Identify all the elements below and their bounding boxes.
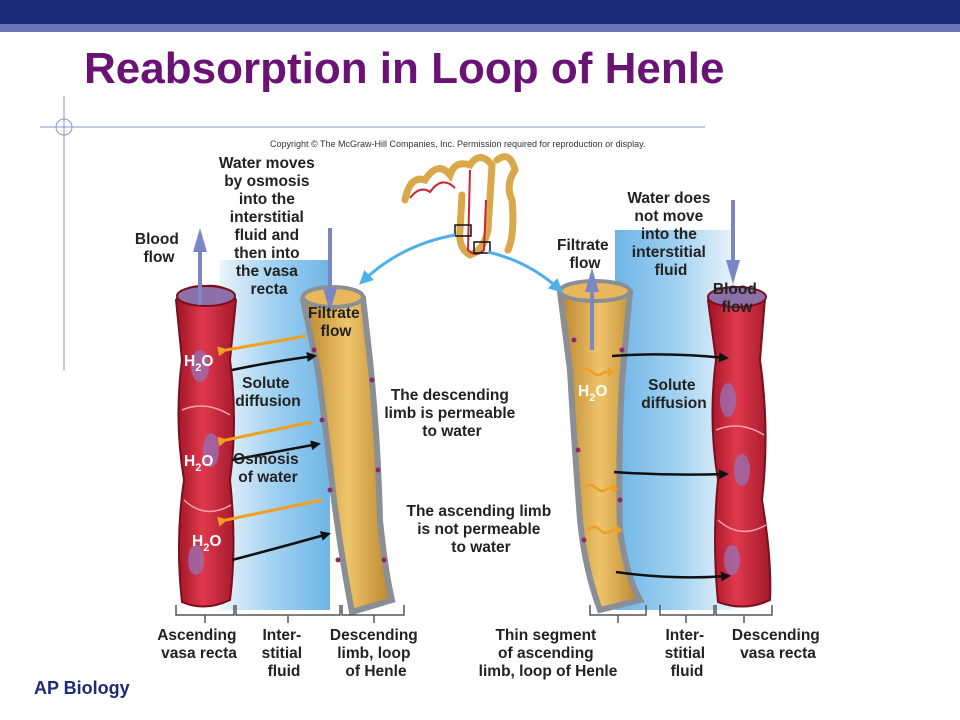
label-filtrate-flow-left: Filtrate flow xyxy=(308,305,364,340)
descending-limb-tubule xyxy=(299,285,396,616)
label-solute-diffusion-right: Solute diffusion xyxy=(641,377,706,412)
solute-arrow-right-1 xyxy=(611,352,729,363)
label-h2o-left-3: H2O xyxy=(192,533,221,554)
label-descending-permeable: The descending limb is permeable to wate… xyxy=(384,387,519,440)
blood-flow-arrow-right xyxy=(726,200,740,284)
top-bar xyxy=(0,0,960,24)
solute-arrow-left-3 xyxy=(231,531,331,562)
label-h2o-right: H2O xyxy=(578,383,607,404)
label-water-does-not-move: Water does not move into the interstitia… xyxy=(627,190,714,279)
filtrate-flow-arrow-right xyxy=(585,268,599,350)
guide-crosshair xyxy=(55,118,73,136)
solute-arrow-left-2 xyxy=(231,440,321,462)
water-arrow-3 xyxy=(217,498,323,527)
solute-arrow-left-1 xyxy=(231,351,317,372)
nephron-inset-icon xyxy=(401,153,519,259)
water-arrow-1 xyxy=(217,334,307,357)
water-squiggle-2 xyxy=(583,483,609,493)
blood-flow-arrow-left xyxy=(193,228,207,305)
water-squiggle-1 xyxy=(579,367,605,377)
top-bar-accent xyxy=(0,24,960,32)
label-interstitial-fluid-left: Inter- stitial fluid xyxy=(262,627,307,680)
descending-vasa-recta xyxy=(706,286,772,608)
label-h2o-left-2: H2O xyxy=(184,453,213,474)
bottom-brackets xyxy=(175,605,773,623)
label-interstitial-fluid-right: Inter- stitial fluid xyxy=(665,627,710,680)
ascending-limb-tubule xyxy=(556,279,645,614)
label-ascending-vasa-recta: Ascending vasa recta xyxy=(157,627,241,662)
solute-arrow-right-2 xyxy=(613,469,729,480)
pointer-arrow-right xyxy=(487,250,563,293)
ascending-vasa-recta xyxy=(174,284,238,608)
water-squiggle-3 xyxy=(587,525,613,535)
label-osmosis-of-water: Osmosis of water xyxy=(233,451,303,486)
water-arrow-2 xyxy=(217,420,313,447)
slide-title: Reabsorption in Loop of Henle xyxy=(84,44,725,93)
label-descending-limb: Descending limb, loop of Henle xyxy=(330,627,422,680)
label-descending-vasa-recta: Descending vasa recta xyxy=(732,627,824,662)
label-water-moves: Water moves by osmosis into the intersti… xyxy=(219,155,319,298)
copyright-notice: Copyright © The McGraw-Hill Companies, I… xyxy=(270,139,646,149)
solute-arrow-right-3 xyxy=(615,570,731,582)
slide-footer: AP Biology xyxy=(34,678,130,698)
label-solute-diffusion-left: Solute diffusion xyxy=(235,375,300,410)
label-blood-flow-left: Blood flow xyxy=(135,231,183,266)
label-ascending-not-permeable: The ascending limb is not permeable to w… xyxy=(406,503,555,556)
label-blood-flow-right: Blood flow xyxy=(713,281,761,316)
label-h2o-left-1: H2O xyxy=(184,353,213,374)
label-filtrate-flow-right: Filtrate flow xyxy=(557,237,613,272)
label-thin-segment: Thin segment of ascending limb, loop of … xyxy=(479,627,618,680)
filtrate-flow-arrow-left xyxy=(323,228,337,312)
pointer-arrow-left xyxy=(359,233,456,285)
